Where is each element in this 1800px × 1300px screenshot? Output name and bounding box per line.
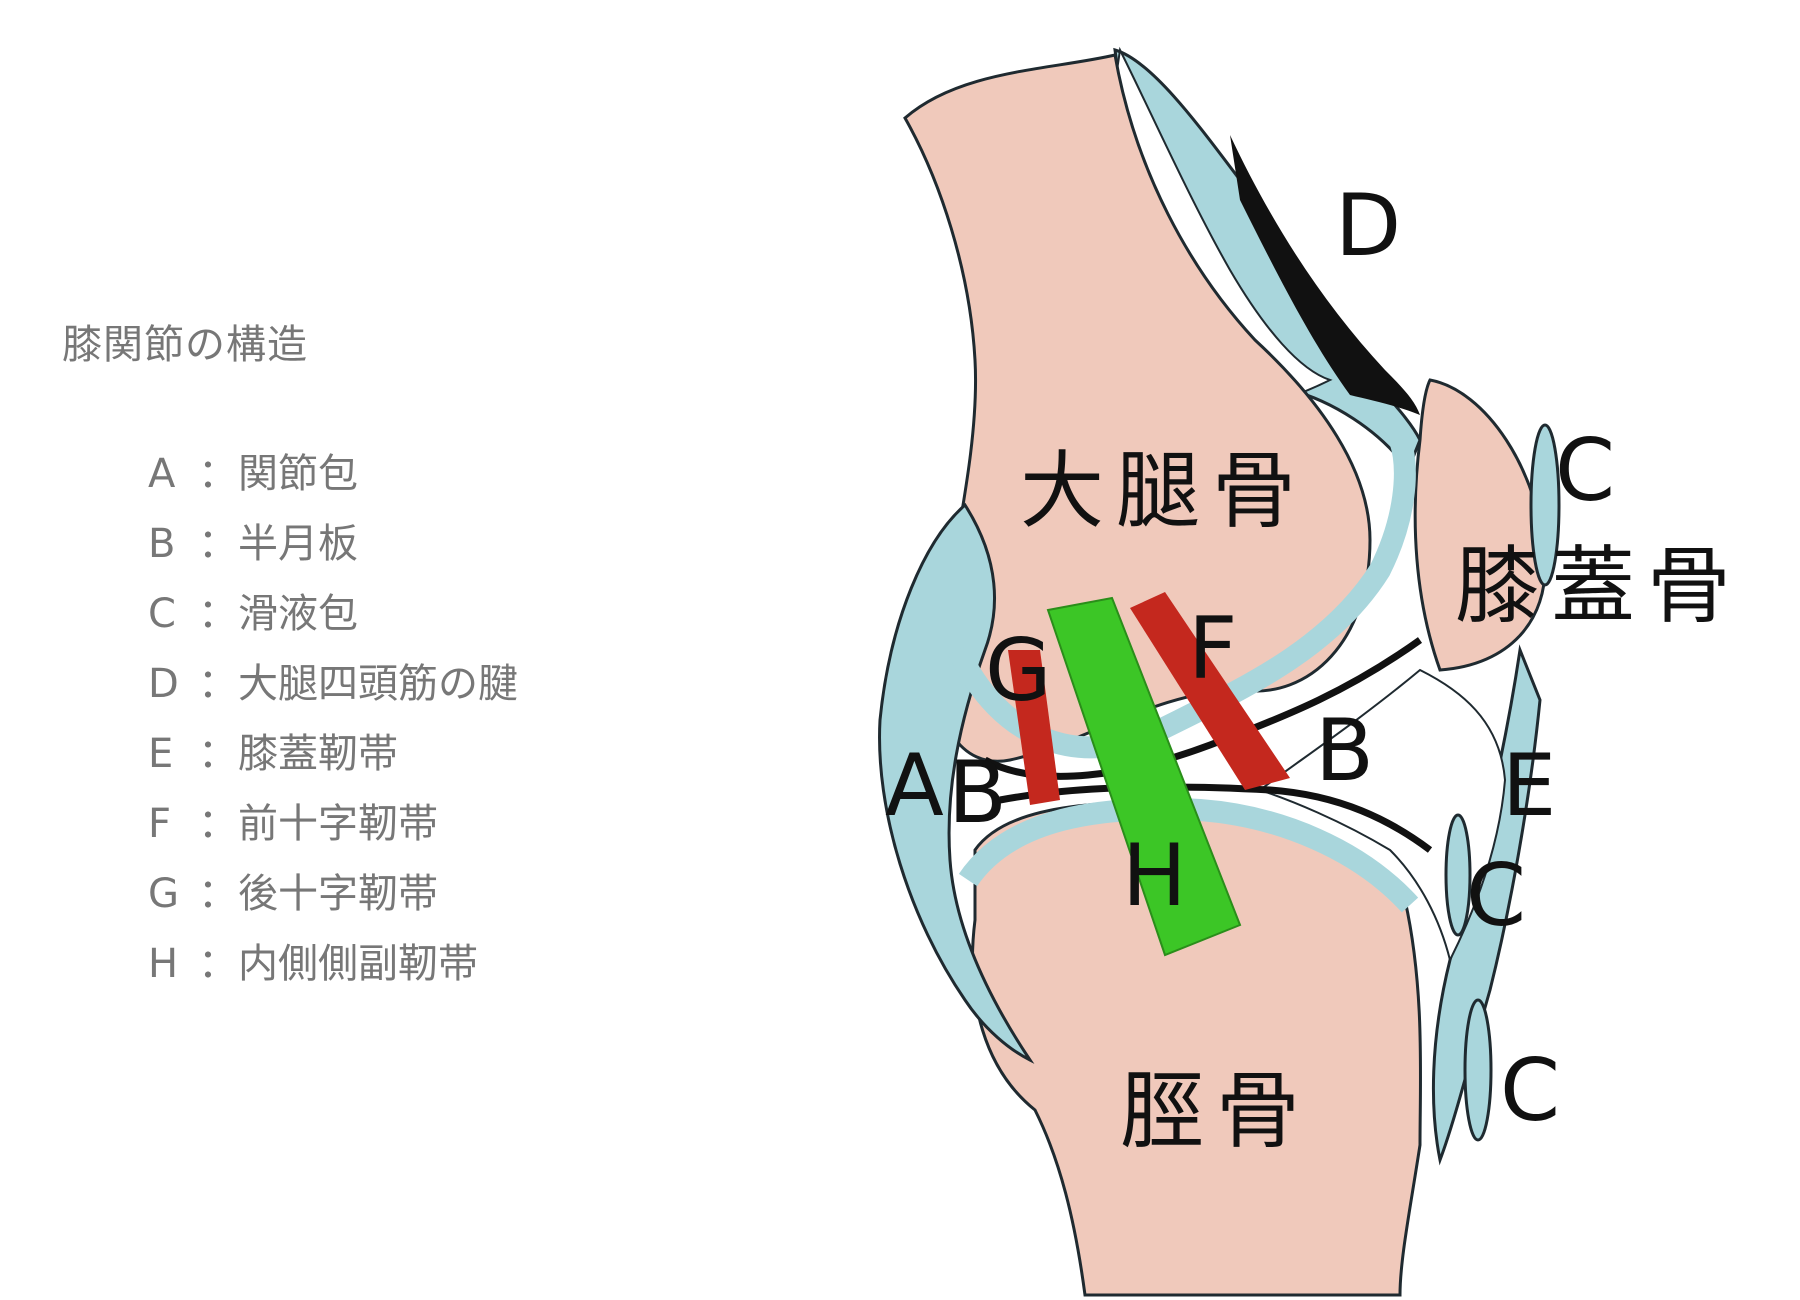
tibia-label: 脛骨 (1120, 1062, 1312, 1160)
legend-item-b: B ：半月板 (148, 522, 518, 592)
femur-label: 大腿骨 (1020, 442, 1308, 540)
legend-item-e: E ：膝蓋靭帯 (148, 732, 518, 802)
legend-key: A (148, 451, 176, 497)
marker-b-right: B (1315, 701, 1374, 801)
legend-item-d: D ：大腿四頭筋の腱 (148, 662, 518, 732)
legend-separator: ： (198, 871, 238, 917)
legend-separator: ： (198, 521, 238, 567)
legend-key: G (148, 871, 179, 917)
legend-item-c: C ：滑液包 (148, 592, 518, 662)
posterior-cruciate-ligament (1008, 650, 1060, 805)
marker-h: H (1122, 826, 1187, 926)
marker-g: G (985, 621, 1052, 721)
joint-capsule-left (878, 502, 1035, 1064)
legend-key: C (148, 591, 176, 637)
bursa-top (1529, 423, 1561, 587)
legend-separator: ： (198, 731, 238, 777)
legend-separator: ： (198, 451, 238, 497)
marker-c-top: C (1555, 421, 1615, 521)
marker-c-bottom: C (1500, 1041, 1560, 1141)
legend-key: D (148, 661, 179, 707)
legend-separator: ： (198, 591, 238, 637)
marker-b-left: B (948, 743, 1007, 843)
medial-collateral-ligament (1046, 596, 1242, 957)
marker-e: E (1502, 736, 1556, 836)
marker-c-middle: C (1466, 846, 1526, 946)
legend-key: E (148, 731, 174, 777)
bursa-middle (1444, 813, 1472, 937)
legend: A：関節包 B：半月板 C：滑液包 D：大腿四頭筋の腱 E：膝蓋靭帯 F：前十字… (148, 452, 518, 1012)
legend-label: 後十字靭帯 (238, 871, 438, 917)
legend-key: H (148, 941, 179, 987)
patella (1413, 378, 1547, 672)
diagram-title: 膝関節の構造 (62, 322, 308, 368)
legend-key: B (148, 521, 176, 567)
quadriceps-tendon (1230, 135, 1420, 415)
anterior-cruciate-ligament (1130, 592, 1290, 790)
marker-a: A (885, 736, 944, 836)
joint-line-lower (999, 783, 1433, 853)
legend-item-f: F ：前十字靭帯 (148, 802, 518, 872)
legend-label: 半月板 (238, 521, 358, 567)
legend-separator: ： (198, 661, 238, 707)
legend-label: 膝蓋靭帯 (238, 731, 398, 777)
legend-label: 大腿四頭筋の腱 (238, 661, 518, 707)
legend-label: 内側側副靭帯 (238, 941, 478, 987)
legend-key: F (148, 801, 172, 847)
tibial-cartilage (958, 798, 1419, 913)
legend-separator: ： (198, 941, 238, 987)
legend-label: 前十字靭帯 (238, 801, 438, 847)
marker-d: D (1335, 176, 1401, 276)
infrapatellar-fat-pad (1257, 668, 1507, 963)
marker-f: F (1188, 599, 1237, 699)
legend-item-a: A ：関節包 (148, 452, 518, 522)
legend-item-h: H ：内側側副靭帯 (148, 942, 518, 1012)
legend-item-g: G ：後十字靭帯 (148, 872, 518, 942)
legend-label: 滑液包 (238, 591, 358, 637)
legend-separator: ： (198, 801, 238, 847)
patella-label: 膝蓋骨 (1455, 537, 1743, 635)
bursa-bottom (1463, 998, 1493, 1142)
legend-label: 関節包 (238, 451, 358, 497)
